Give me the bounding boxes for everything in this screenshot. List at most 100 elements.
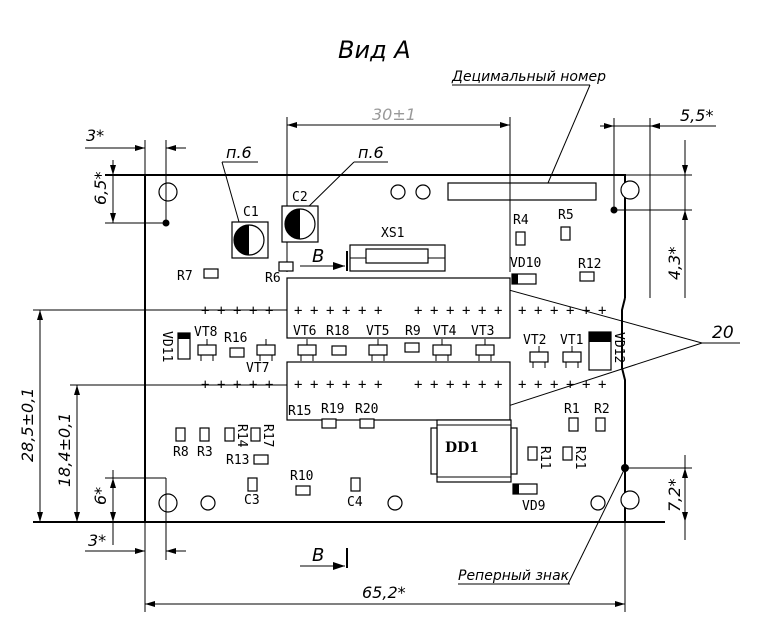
header-block-lower [286, 361, 511, 421]
transistor-vt5: VT5 [366, 324, 389, 361]
mounting-holes [158, 180, 640, 513]
svg-text:+: + [265, 303, 273, 319]
svg-text:+: + [310, 377, 318, 393]
mounting-hole [620, 490, 640, 510]
hole [415, 184, 431, 200]
label-r21: R21 [572, 446, 587, 469]
label-vt4: VT4 [433, 324, 457, 339]
svg-text:+: + [294, 377, 302, 393]
hole [200, 495, 216, 511]
label-r8: R8 [173, 445, 189, 460]
resistor-r8 [175, 427, 186, 442]
svg-text:+: + [550, 377, 558, 393]
section-label-bottom: В [312, 545, 324, 566]
svg-text:+: + [478, 377, 486, 393]
transistor-vt1: VT1 [560, 333, 583, 368]
diode-vd12: VD12 [588, 331, 626, 371]
dimension-6-5-label: 6,5* [91, 172, 110, 205]
svg-text:+: + [342, 303, 350, 319]
svg-text:+: + [518, 377, 526, 393]
callout-item-6-b: п.6 [299, 143, 388, 216]
dimension-5-5-label: 5,5* [680, 106, 713, 125]
dimension-28-5: 28,5±0,1 [18, 309, 287, 522]
dimension-7-2-label: 7,2* [665, 479, 684, 512]
dimension-3-top-label: 3* [86, 126, 104, 145]
connector-xs1: XS1 [349, 226, 446, 272]
svg-text:+: + [201, 303, 209, 319]
svg-text:+: + [494, 377, 502, 393]
section-label-top: В [312, 246, 324, 267]
svg-text:+: + [534, 303, 542, 319]
dimension-18-4: 18,4±0,1 [55, 384, 287, 522]
svg-text:+: + [550, 303, 558, 319]
label-vt6: VT6 [293, 324, 316, 339]
dimension-7-2: 7,2* [625, 455, 692, 540]
dimension-65-2-label: 65,2* [362, 583, 406, 602]
svg-text:+: + [233, 303, 241, 319]
label-r16: R16 [224, 331, 247, 346]
header-block-upper [286, 277, 511, 339]
label-r13: R13 [226, 453, 249, 468]
label-r15: R15 [288, 404, 311, 419]
mounting-hole [158, 182, 178, 202]
svg-text:+: + [358, 377, 366, 393]
resistor-r10 [295, 485, 311, 496]
dimension-4-3-label: 4,3* [665, 247, 684, 280]
resistor-r15 [321, 418, 337, 429]
label-vd11: VD11 [159, 331, 174, 362]
dimension-28-5-label: 28,5±0,1 [18, 388, 37, 462]
label-r1: R1 [564, 402, 580, 417]
svg-text:+: + [446, 303, 454, 319]
svg-text:+: + [326, 303, 334, 319]
resistor-r18 [331, 345, 347, 356]
resistor-r17 [250, 427, 261, 442]
svg-text:+: + [217, 303, 225, 319]
diode-vd9: VD9 [512, 483, 545, 514]
dimension-65-2: 65,2* [145, 522, 626, 612]
view-title: Вид А [338, 36, 411, 64]
svg-text:+: + [598, 377, 606, 393]
mounting-hole [620, 180, 640, 200]
label-vt1: VT1 [560, 333, 583, 348]
label-r19: R19 [321, 402, 344, 417]
svg-text:+: + [518, 303, 526, 319]
svg-text:+: + [566, 303, 574, 319]
svg-text:+: + [233, 377, 241, 393]
resistor-r14 [224, 427, 235, 442]
svg-text:+: + [582, 303, 590, 319]
svg-text:+: + [462, 303, 470, 319]
svg-text:+: + [582, 377, 590, 393]
svg-text:+: + [249, 377, 257, 393]
section-mark-top: В [300, 246, 348, 271]
resistor-r12 [579, 271, 595, 282]
dimension-30: 30±1 [286, 105, 511, 272]
resistor-r20 [359, 418, 375, 429]
label-c4: C4 [347, 495, 363, 510]
capacitor-c2: C2 [281, 190, 319, 243]
svg-text:+: + [566, 377, 574, 393]
svg-text:+: + [430, 377, 438, 393]
label-vd12: VD12 [611, 332, 626, 363]
svg-text:+: + [217, 377, 225, 393]
section-mark-bottom: В [300, 545, 348, 570]
svg-text:+: + [374, 303, 382, 319]
pin-row-upper: +++++ ++++++ ++++++ ++++++ [201, 303, 606, 319]
transistors: VT8 VT7 VT6 VT5 VT4 [194, 324, 583, 376]
resistor-r16 [229, 347, 245, 358]
hole [387, 495, 403, 511]
svg-text:+: + [374, 377, 382, 393]
capacitor-c3 [247, 477, 258, 492]
svg-text:+: + [534, 377, 542, 393]
svg-text:+: + [294, 303, 302, 319]
pin-row-lower: +++++ ++++++ ++++++ ++++++ [201, 377, 606, 393]
label-r14: R14 [234, 424, 249, 448]
label-r10: R10 [290, 469, 313, 484]
label-r5: R5 [558, 208, 574, 223]
capacitor-c4 [350, 477, 361, 492]
label-r11: R11 [537, 446, 552, 469]
diode-vd11: VD11 [159, 331, 191, 362]
svg-text:+: + [598, 303, 606, 319]
svg-text:+: + [249, 303, 257, 319]
callout-reference-mark: Реперный знак [458, 467, 626, 585]
